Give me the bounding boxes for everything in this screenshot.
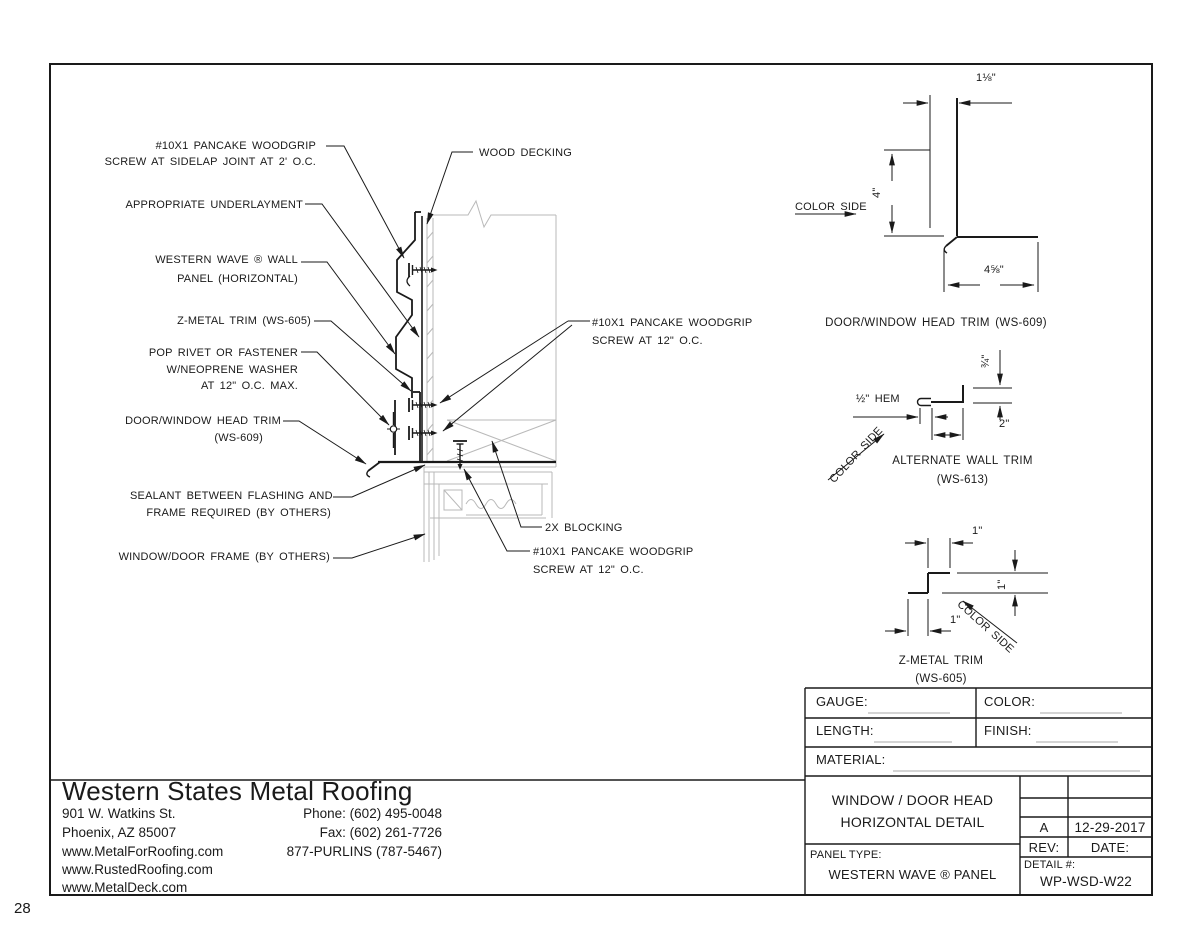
callout-pancake-12oc-lower: #10X1 PANCAKE WOODGRIP SCREW AT 12" O.C.: [533, 543, 693, 579]
company-address2: Phoenix, AZ 85007: [62, 825, 177, 840]
ws605-dim-mid: 1": [996, 579, 1008, 590]
detail-number-value: WP-WSD-W22: [1040, 874, 1132, 889]
callout-line: SCREW AT SIDELAP JOINT AT 2' O.C.: [104, 156, 316, 168]
ws605-title-line1: Z-METAL TRIM: [898, 655, 984, 667]
ws613-dim-width: 2": [999, 418, 1010, 430]
ws613-title-line1: ALTERNATE WALL TRIM: [892, 455, 1033, 467]
rev-label: REV:: [1028, 840, 1060, 855]
rev-value: A: [1039, 820, 1049, 835]
callout-line: SEALANT BETWEEN FLASHING AND: [130, 490, 333, 502]
ws609-profile: [943, 98, 1038, 254]
callout-line: FRAME REQUIRED (BY OTHERS): [146, 507, 331, 519]
leader-lines: [283, 145, 590, 559]
ws613-dim-right: ¾": [980, 354, 992, 368]
company-web1: www.MetalForRoofing.com: [62, 844, 224, 859]
titleblock-title-line1: WINDOW / DOOR HEAD: [831, 792, 994, 808]
company-web3: www.MetalDeck.com: [62, 880, 188, 895]
blank-entry-lines: [868, 712, 1140, 772]
ws613-dimensions: [827, 350, 1003, 481]
callout-line: AT 12" O.C. MAX.: [200, 380, 298, 392]
callout-head-trim-code: (WS-609): [214, 432, 263, 444]
callout-line: WESTERN WAVE ® WALL: [155, 254, 298, 266]
callout-pancake-12oc-upper: #10X1 PANCAKE WOODGRIP SCREW AT 12" O.C.: [592, 314, 752, 350]
spec-color-label: COLOR:: [984, 694, 1036, 709]
callout-pop-rivet: POP RIVET OR FASTENER W/NEOPRENE WASHER …: [98, 345, 298, 395]
ws605-title-line2: (WS-605): [915, 673, 967, 685]
window-frame-lines: [423, 466, 556, 562]
company-name: Western States Metal Roofing: [62, 776, 413, 806]
ws613-title: ALTERNATE WALL TRIM (WS-613): [860, 452, 1065, 490]
detail-number-label: DETAIL #:: [1024, 859, 1076, 871]
ws613-profile: [916, 385, 1012, 407]
ws605-profile: [908, 572, 1048, 594]
spec-length-label: LENGTH:: [816, 723, 874, 738]
ws605-dim-bottom: 1": [950, 614, 961, 626]
ws609-dim-top: 1⅛": [976, 72, 996, 84]
company-web2: www.RustedRoofing.com: [62, 862, 213, 877]
titleblock-title-line2: HORIZONTAL DETAIL: [840, 814, 985, 830]
date-label: DATE:: [1090, 840, 1130, 855]
ws609-color-side: COLOR SIDE: [795, 201, 867, 213]
callout-line: PANEL (HORIZONTAL): [177, 273, 298, 285]
company-phone: Phone: (602) 495-0048: [303, 806, 442, 821]
screw-graphics: [408, 262, 467, 470]
spec-material-label: MATERIAL:: [816, 752, 886, 767]
callout-line: POP RIVET OR FASTENER: [148, 347, 298, 359]
callout-head-trim: DOOR/WINDOW HEAD TRIM: [125, 415, 281, 427]
wood-decking-lines: [426, 199, 557, 467]
ws605-title: Z-METAL TRIM (WS-605): [855, 652, 1027, 688]
ws613-title-line2: (WS-613): [936, 474, 989, 486]
date-value: 12-29-2017: [1074, 820, 1146, 835]
callout-z-trim: Z-METAL TRIM (WS-605): [177, 315, 311, 327]
callout-panel: WESTERN WAVE ® WALL PANEL (HORIZONTAL): [95, 251, 298, 289]
ws609-title: DOOR/WINDOW HEAD TRIM (WS-609): [825, 317, 1047, 329]
spec-gauge-label: GAUGE:: [816, 694, 868, 709]
ws605-dimensions: [885, 538, 1018, 644]
blocking-lines: [446, 419, 557, 462]
ws609-dim-bottom: 4⅝": [984, 264, 1004, 276]
panel-profile: [395, 211, 421, 398]
pop-rivet-graphic: [387, 412, 400, 448]
callout-line: SCREW AT 12" O.C.: [592, 335, 703, 347]
ws609-dim-left: 4": [871, 187, 883, 198]
company-address1: 901 W. Watkins St.: [62, 806, 176, 821]
callout-underlayment: APPROPRIATE UNDERLAYMENT: [125, 199, 303, 211]
callout-line: #10X1 PANCAKE WOODGRIP: [533, 546, 694, 558]
company-fax: Fax: (602) 261-7726: [319, 825, 442, 840]
ws613-dim-hem: ½" HEM: [856, 393, 900, 405]
callout-line: SCREW AT 12" O.C.: [533, 564, 644, 576]
callout-frame: WINDOW/DOOR FRAME (BY OTHERS): [118, 551, 330, 563]
callout-line: #10X1 PANCAKE WOODGRIP: [592, 317, 753, 329]
ws605-dim-top: 1": [972, 525, 983, 537]
spec-finish-label: FINISH:: [984, 723, 1032, 738]
panel-type-value: WESTERN WAVE ® PANEL: [828, 867, 997, 882]
title-block-lines: [50, 687, 1152, 895]
callout-line: #10X1 PANCAKE WOODGRIP: [155, 140, 316, 152]
callout-wood-decking: WOOD DECKING: [479, 147, 573, 159]
sheet-border: [49, 63, 1153, 896]
callout-pancake-sidelap: #10X1 PANCAKE WOODGRIP SCREW AT SIDELAP …: [56, 138, 316, 170]
company-tollfree: 877-PURLINS (787-5467): [286, 844, 442, 859]
panel-type-label: PANEL TYPE:: [810, 849, 882, 861]
ws609-dimensions: [795, 95, 1039, 292]
callout-sealant: SEALANT BETWEEN FLASHING AND FRAME REQUI…: [130, 488, 333, 522]
page-number: 28: [14, 900, 31, 917]
callout-line: W/NEOPRENE WASHER: [166, 363, 298, 376]
callout-blocking: 2X BLOCKING: [545, 522, 623, 534]
